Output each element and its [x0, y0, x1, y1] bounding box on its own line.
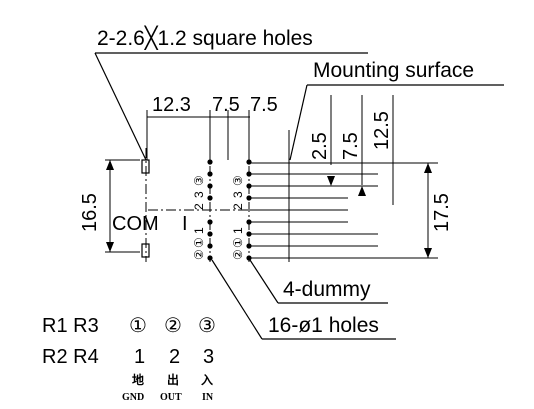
dim-12-5-v: 12.5: [371, 111, 393, 150]
dim-7-5-b: 7.5: [250, 94, 278, 116]
holes-leader: [211, 259, 263, 340]
arrow-2-5: [327, 176, 335, 186]
table-english-in: IN: [202, 392, 214, 403]
dim-2-5-v: 2.5: [309, 132, 331, 160]
pin-labels-col1: ② ① 1 2 3 ③: [192, 175, 206, 260]
dim-17-5: 17.5: [431, 193, 453, 232]
pin-row-ext-lines: [250, 173, 378, 247]
svg-text:2: 2: [192, 203, 206, 210]
com-suffix: I: [182, 213, 188, 235]
arrow-17-5-top: [424, 163, 432, 173]
dim-16-5: 16.5: [79, 193, 101, 232]
table-number-1: 1: [134, 346, 145, 368]
dim-12-3: 12.3: [152, 94, 191, 116]
svg-text:1: 1: [192, 227, 206, 234]
svg-text:3: 3: [231, 191, 245, 198]
table-chinese-gnd: 地: [132, 372, 144, 387]
table-circled-2: ②: [164, 315, 182, 337]
table-number-2: 2: [169, 346, 180, 368]
mounting-surface-label: Mounting surface: [313, 59, 474, 82]
svg-text:②: ②: [192, 249, 206, 260]
svg-text:2: 2: [231, 203, 245, 210]
dim-7-5-v: 7.5: [340, 132, 362, 160]
dummy-leader: [249, 259, 279, 304]
pin-labels-col2: ② ① 1 2 3 ③: [231, 175, 245, 260]
svg-text:③: ③: [192, 175, 206, 186]
square-holes-leader: [94, 52, 147, 161]
table-chinese-in: 入: [201, 373, 213, 387]
arrow-17-5-bottom: [424, 248, 432, 258]
svg-text:①: ①: [231, 237, 245, 248]
table-english-gnd: GND: [122, 392, 144, 403]
holes-label: 16-ø1 holes: [268, 314, 379, 337]
dim-7-5-a: 7.5: [212, 94, 240, 116]
table-circled-3: ③: [198, 315, 216, 337]
table-circled-1: ①: [129, 315, 147, 337]
arrow-16-5-bottom: [106, 242, 114, 252]
table-english-out: OUT: [160, 392, 182, 403]
com-label: COM: [112, 213, 159, 235]
mounting-surface-leader: [289, 84, 308, 161]
svg-text:②: ②: [231, 249, 245, 260]
svg-text:1: 1: [231, 227, 245, 234]
dummy-label: 4-dummy: [283, 278, 371, 301]
svg-text:3: 3: [192, 191, 206, 198]
pin-holes-col2: [246, 159, 252, 261]
table-number-3: 3: [203, 346, 214, 368]
table-row2-label: R2 R4: [42, 346, 99, 368]
arrow-16-5-top: [106, 160, 114, 170]
table-row1-label: R1 R3: [42, 315, 99, 337]
svg-text:③: ③: [231, 175, 245, 186]
square-holes-label: 2-2.6╳1.2 square holes: [97, 25, 313, 51]
arrow-7-5-v: [358, 186, 366, 196]
table-chinese-out: 出: [167, 372, 179, 387]
pin-holes-col1: [207, 159, 213, 261]
svg-text:①: ①: [192, 237, 206, 248]
